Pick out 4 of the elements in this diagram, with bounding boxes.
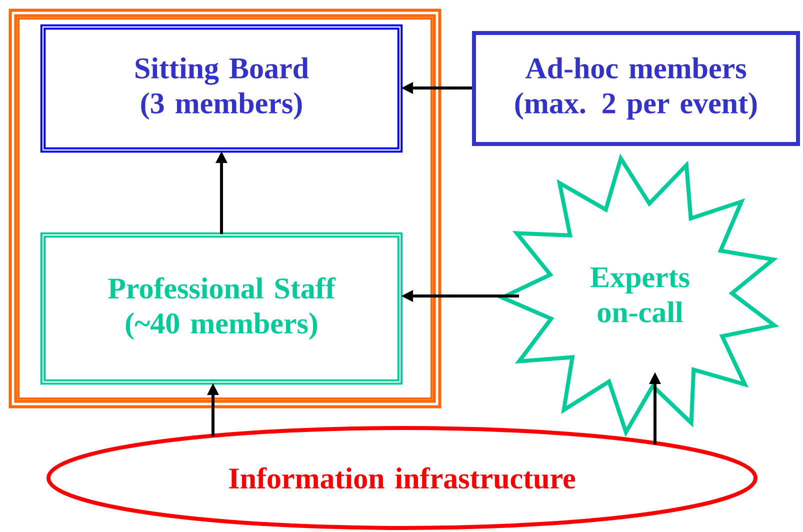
process-box: Sitting Board (3 members) [40,24,403,153]
process-box: Professional Staff (~40 members) [40,232,403,385]
group-frame [8,8,442,408]
process-box: Ad-hoc members (max. 2 per event) [472,31,800,146]
